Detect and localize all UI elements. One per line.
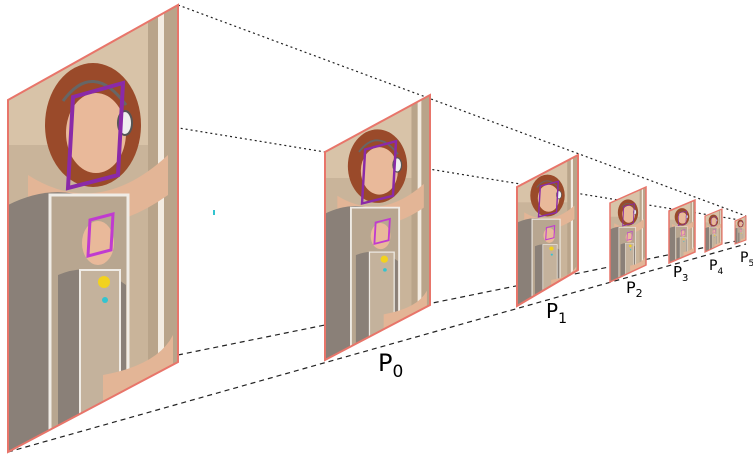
level-p0-image <box>324 93 431 362</box>
label-p3: P3 <box>673 263 688 284</box>
label-p2: P2 <box>626 278 643 300</box>
level-p3-image <box>668 198 696 265</box>
level-p5-image <box>734 215 747 245</box>
projection-lines <box>7 4 747 453</box>
label-p5: P5 <box>740 250 753 269</box>
level-p4-image <box>704 208 723 253</box>
level-input-image <box>7 3 179 454</box>
bottom-ray-lower <box>7 243 747 453</box>
bottom-ray-upper <box>177 238 747 356</box>
label-p0: P0 <box>378 349 403 382</box>
label-p4: P4 <box>709 258 723 277</box>
level-p2-image <box>609 185 647 284</box>
cyan-marker <box>213 210 215 215</box>
top-ray-upper <box>177 4 747 217</box>
level-p1-image <box>516 153 579 308</box>
label-p1: P1 <box>546 299 567 327</box>
